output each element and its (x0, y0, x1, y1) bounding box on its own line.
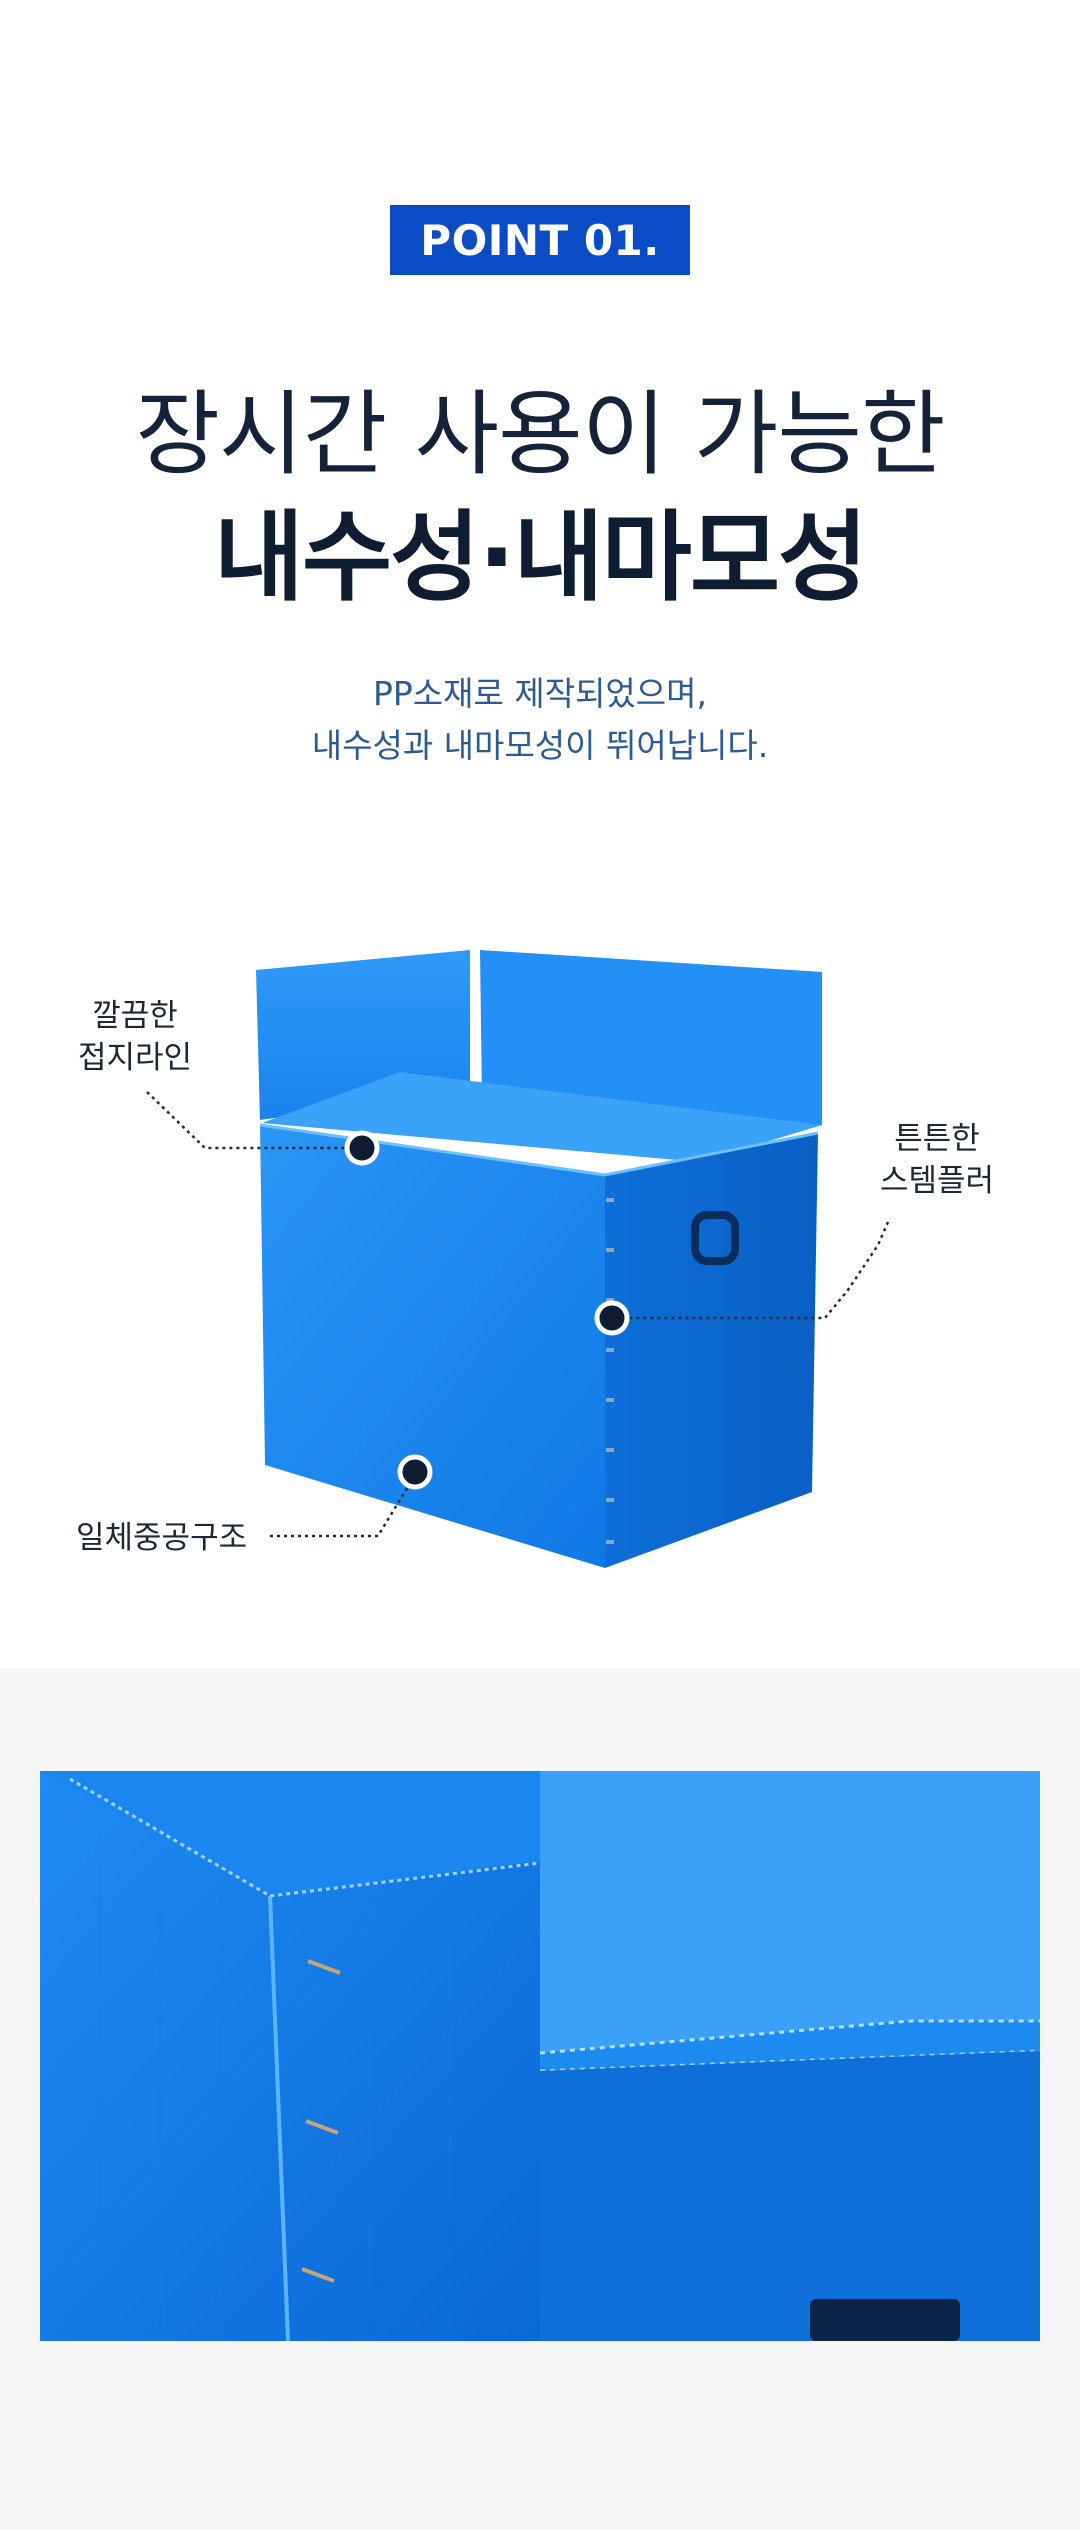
callout-stapler-line2: 스템플러 (879, 1163, 995, 1199)
stapled-edge-photo (40, 1771, 540, 2341)
callout-stapler: 튼튼한 스템플러 (862, 1118, 1012, 1202)
back-flap-right (480, 950, 822, 1125)
description-line2: 내수성과 내마모성이 뛰어납니다. (311, 726, 769, 765)
front-face (260, 1125, 605, 1568)
plastic-box-illustration (146, 950, 890, 1568)
callout-folding-line1: 깔끔한 (92, 998, 178, 1034)
side-face (605, 1133, 818, 1568)
handle-icon (691, 1211, 739, 1265)
staple-row (606, 1198, 614, 1544)
headline-line2: 내수성·내마모성 (213, 501, 868, 615)
callout-dot-icon (397, 1454, 433, 1490)
point-badge: POINT 01. (390, 205, 690, 275)
callout-dot-icon (344, 1130, 380, 1166)
callout-structure: 일체중공구조 (76, 1520, 248, 1556)
top-flap (262, 1072, 822, 1162)
detail-photo (40, 1771, 1040, 2341)
callout-dot-icon (594, 1300, 630, 1336)
callout-stapler-line1: 튼튼한 (894, 1121, 980, 1157)
callout-folding-line: 깔끔한 접지라인 (70, 995, 200, 1079)
callout-folding-line2: 접지라인 (77, 1040, 193, 1076)
staple-icon (301, 1959, 341, 2283)
folded-flap-photo (540, 1771, 1040, 2341)
description-line1: PP소재로 제작되었으며, (372, 674, 708, 713)
description: PP소재로 제작되었으며, 내수성과 내마모성이 뛰어납니다. (0, 668, 1080, 772)
headline-line1: 장시간 사용이 가능한 (135, 381, 945, 488)
